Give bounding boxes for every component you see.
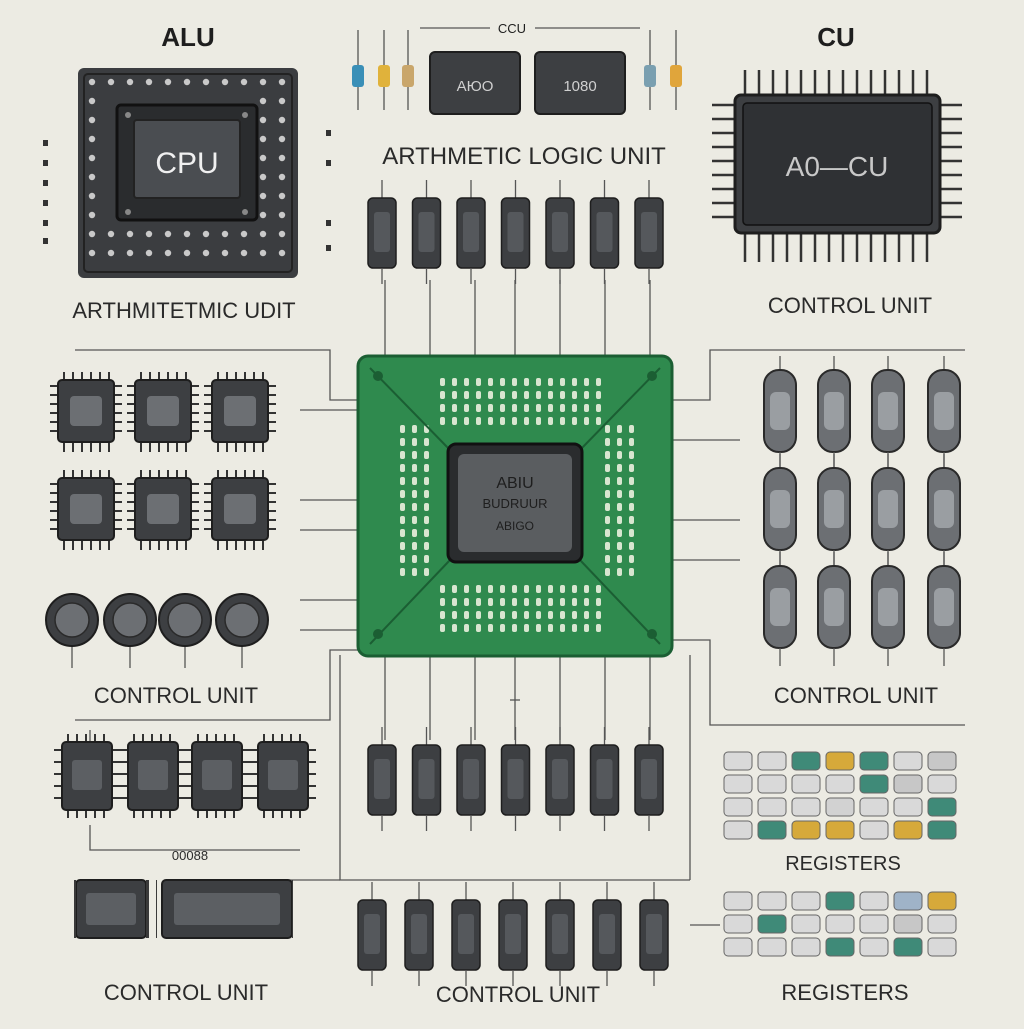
register-key <box>791 774 821 794</box>
register-key <box>757 797 787 817</box>
cpu-label: CPU <box>155 147 218 180</box>
register-key <box>723 820 753 840</box>
register-key <box>723 774 753 794</box>
arithmetic-logic-unit-label: ARTHMETIC LOGIC UNIT <box>382 143 666 170</box>
register-key <box>791 937 821 957</box>
alu-chip-1-label: AЮO <box>457 78 494 95</box>
register-key <box>859 891 889 911</box>
arithmetic-unit-label: ARTHMITETMIC UDIT <box>72 298 295 323</box>
register-key <box>927 751 957 771</box>
register-key <box>791 820 821 840</box>
register-key <box>723 751 753 771</box>
register-key <box>791 751 821 771</box>
cpu-side-markings <box>43 130 331 251</box>
register-key <box>757 774 787 794</box>
register-key <box>893 914 923 934</box>
round-components <box>45 593 269 668</box>
bottom-left-long-chips <box>70 879 298 939</box>
alu-chip-2-label: 1080 <box>563 78 596 95</box>
register-key <box>825 914 855 934</box>
register-key <box>723 797 753 817</box>
register-key <box>757 937 787 957</box>
register-key <box>893 937 923 957</box>
register-key <box>893 751 923 771</box>
register-key <box>757 820 787 840</box>
register-key <box>893 797 923 817</box>
register-key <box>825 774 855 794</box>
register-key <box>723 937 753 957</box>
register-key <box>927 774 957 794</box>
register-key <box>927 820 957 840</box>
register-key <box>791 797 821 817</box>
register-key <box>757 751 787 771</box>
board-dot-grid <box>400 378 634 632</box>
register-key <box>757 891 787 911</box>
register-key <box>791 891 821 911</box>
register-key <box>859 914 889 934</box>
control-unit-right-label: CONTROL UNIT <box>774 683 938 708</box>
register-key <box>893 820 923 840</box>
register-keypad-lower <box>723 891 957 957</box>
registers-label-lower: REGISTERS <box>781 980 908 1005</box>
ccu-title: CCU <box>498 21 526 36</box>
register-key <box>859 937 889 957</box>
register-key <box>927 797 957 817</box>
register-key <box>859 751 889 771</box>
center-chip-line3: ABIGO <box>496 519 534 533</box>
center-chip-line1: ABIU <box>496 475 533 492</box>
register-key <box>791 914 821 934</box>
register-key <box>825 937 855 957</box>
register-key <box>893 774 923 794</box>
control-unit-left-label: CONTROL UNIT <box>94 683 258 708</box>
register-key <box>859 774 889 794</box>
cpu-pin-grid <box>88 78 286 257</box>
register-key <box>723 914 753 934</box>
bottom-left-chip-row <box>54 734 316 818</box>
register-key <box>927 937 957 957</box>
control-unit-bottom-left-label: CONTROL UNIT <box>104 980 268 1005</box>
left-chip-grid <box>50 372 276 550</box>
register-key <box>927 891 957 911</box>
register-key <box>825 751 855 771</box>
control-unit-topright-label: CONTROL UNIT <box>768 293 932 318</box>
register-key <box>825 820 855 840</box>
register-keypad-upper <box>723 751 957 840</box>
cu-chip: A0—CU <box>712 70 962 262</box>
register-key <box>859 820 889 840</box>
cu-title: CU <box>817 22 855 52</box>
control-unit-bottom-center-label: CONTROL UNIT <box>436 982 600 1007</box>
register-key <box>825 891 855 911</box>
register-key <box>757 914 787 934</box>
alu-title: ALU <box>161 22 214 52</box>
center-chip-line2: BUDRUUR <box>483 496 548 511</box>
register-key <box>893 891 923 911</box>
central-processor: ABIU BUDRUUR ABIGO <box>356 354 674 658</box>
connection-traces <box>75 280 965 926</box>
resistor-row-lower <box>357 882 669 986</box>
register-key <box>723 891 753 911</box>
registers-label-upper: REGISTERS <box>785 853 901 875</box>
resistor-row-bottom <box>367 727 664 831</box>
capsule-component-grid <box>763 356 961 666</box>
register-key <box>859 797 889 817</box>
register-key <box>825 797 855 817</box>
resistor-row-top <box>367 180 664 284</box>
cu-chip-label: A0—CU <box>786 151 889 182</box>
cpu-chip: CPU <box>78 68 298 278</box>
register-key <box>927 914 957 934</box>
alu-top-components: AЮO 1080 <box>352 27 682 115</box>
small-code-label: 00088 <box>172 848 208 863</box>
